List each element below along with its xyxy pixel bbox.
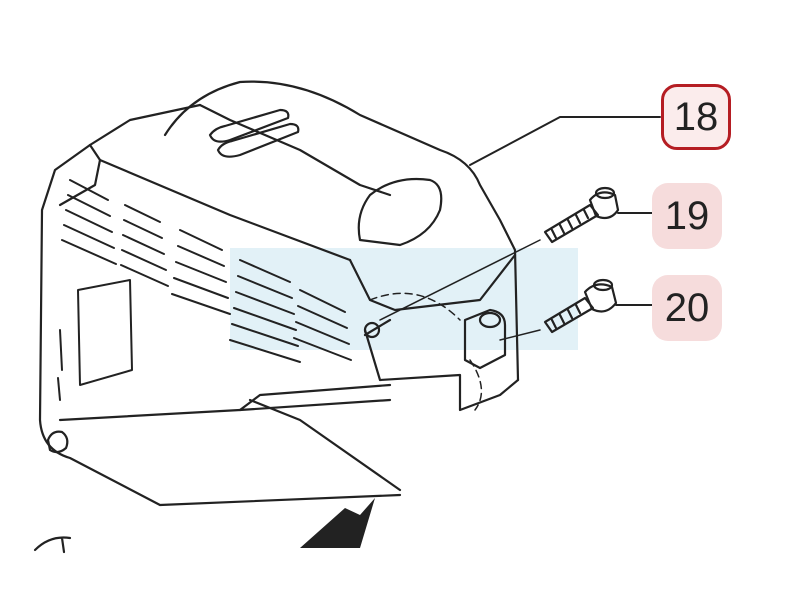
callout-19-label: 19 xyxy=(664,193,710,238)
adjacent-part-fragment xyxy=(33,536,72,554)
assembly-line-20 xyxy=(499,329,541,341)
callout-18-label: 18 xyxy=(673,94,719,139)
assembly-line-19 xyxy=(379,239,541,321)
bolt-20 xyxy=(543,278,618,334)
vent-slots xyxy=(57,179,352,401)
direction-wedge xyxy=(300,498,375,548)
watermark xyxy=(230,248,578,350)
callout-20[interactable]: 20 xyxy=(652,275,722,341)
callout-18[interactable]: 18 xyxy=(661,84,731,150)
hidden-line-lower xyxy=(469,359,483,411)
engine-cover xyxy=(38,80,520,507)
hidden-line xyxy=(369,292,461,321)
callout-20-label: 20 xyxy=(664,285,710,330)
callout-19[interactable]: 19 xyxy=(652,183,722,249)
bolt-19 xyxy=(543,186,620,244)
leader-line-18 xyxy=(469,116,661,166)
